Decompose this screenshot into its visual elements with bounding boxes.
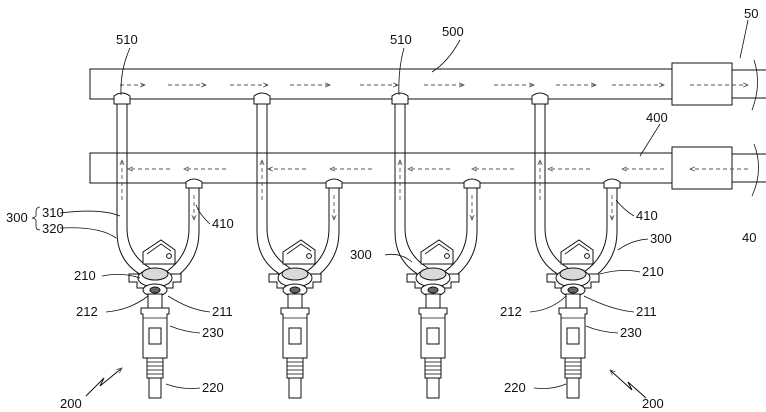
label-40: 40: [742, 230, 756, 245]
label-300-group: 300: [6, 210, 28, 225]
injector-4: [546, 239, 600, 399]
label-230-b: 230: [620, 325, 642, 340]
label-320: 320: [42, 221, 64, 236]
bracket-300: [31, 206, 41, 231]
leader-lines: [59, 19, 749, 389]
label-210-b: 210: [642, 264, 664, 279]
injector-2: [268, 239, 322, 399]
label-310: 310: [42, 205, 64, 220]
rail-nipples: [113, 92, 621, 189]
injector-1: [128, 239, 182, 399]
label-200-a: 200: [60, 396, 82, 411]
label-210-a: 210: [74, 268, 96, 283]
label-400: 400: [646, 110, 668, 125]
rail-400: [89, 143, 766, 197]
label-220-b: 220: [504, 380, 526, 395]
rail-500: [89, 59, 766, 111]
label-211-b: 211: [636, 304, 657, 319]
label-212-b: 212: [500, 304, 522, 319]
label-220-a: 220: [202, 380, 224, 395]
label-410-b: 410: [636, 208, 658, 223]
label-300-b: 300: [650, 231, 672, 246]
label-212-a: 212: [76, 304, 98, 319]
label-410-a: 410: [212, 216, 234, 231]
label-500: 500: [442, 24, 464, 39]
label-200-b: 200: [642, 396, 664, 411]
injector-3: [406, 239, 460, 399]
label-230-a: 230: [202, 325, 224, 340]
label-510-a: 510: [116, 32, 138, 47]
label-211-a: 211: [212, 304, 233, 319]
lightning-arrow-icon: [85, 368, 647, 399]
label-510-b: 510: [390, 32, 412, 47]
label-50: 50: [744, 6, 758, 21]
label-300-a: 300: [350, 247, 372, 262]
